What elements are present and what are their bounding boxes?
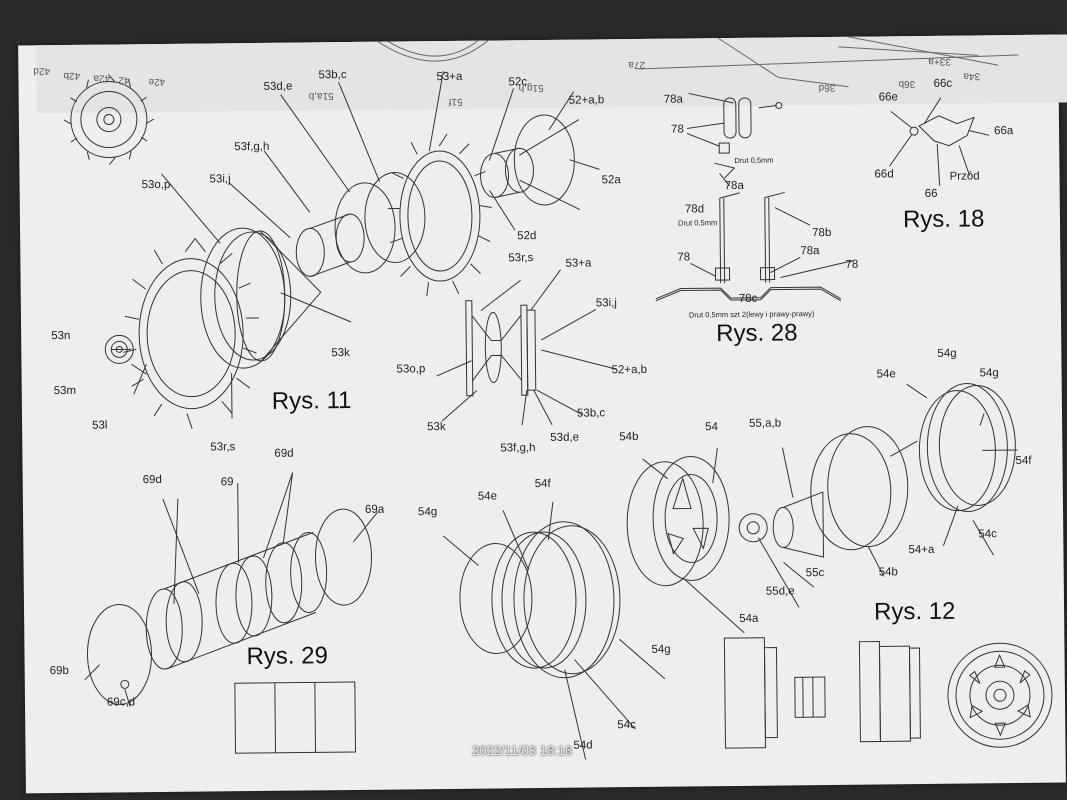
fig28-label: 78 — [677, 251, 691, 264]
fig28-label: 78 — [670, 123, 684, 136]
fig12-label: 54f — [534, 477, 551, 491]
fig28-label: 78d — [684, 203, 705, 216]
top-label: 27a — [628, 58, 646, 71]
fig18-label: 66c — [933, 77, 953, 90]
fig12-title: Rys. 12 — [873, 597, 956, 626]
fig12-label: 54d — [573, 739, 593, 752]
top-strip-drawing — [377, 36, 1019, 88]
fig11-label: 52d — [517, 230, 537, 243]
fig18-label: 66d — [874, 168, 894, 181]
fig11-label: 53r,s — [210, 441, 236, 454]
fig29-title: Rys. 29 — [246, 642, 329, 671]
fig18-drawing — [889, 97, 990, 186]
fig28-drawing — [655, 92, 853, 302]
fig12-label: 54b — [878, 566, 898, 579]
fig28-label: 78a — [724, 179, 744, 193]
fig28-label: 78a — [663, 93, 683, 106]
top-label: 42 — [118, 74, 130, 86]
fig12-label: 54g — [937, 347, 957, 360]
photo-timestamp: 2022/11/03 18:16 — [472, 743, 573, 758]
fig12-label: 54g — [651, 643, 671, 656]
fig11-label: 53+a — [436, 70, 463, 84]
fig12-label: 54f — [1015, 454, 1032, 468]
fig28-label: Drut 0,5mm — [677, 218, 718, 228]
fig29-label: 69 — [220, 476, 234, 489]
top-label: 51f — [448, 95, 463, 107]
fig28-label: 78a — [800, 245, 820, 258]
top-label: 36b — [898, 78, 916, 90]
top-label: 42d — [33, 65, 51, 77]
fig29-label: 69a — [364, 503, 385, 516]
fig11-label: 53f,g,h — [234, 140, 270, 154]
fig53-label: 53r,s — [508, 252, 534, 265]
fig11-label: 53l — [92, 419, 108, 432]
fig29-label: 69d — [142, 473, 162, 487]
fig12-label: 54 — [705, 421, 719, 434]
sprocket-thumbnail — [63, 74, 155, 165]
fig12-label: 54c — [617, 719, 636, 732]
fig11-label: 52+a,b — [568, 94, 605, 107]
fig12-label: 54+a — [908, 543, 935, 557]
fig12-label: 55,a,b — [749, 417, 782, 430]
fig18-label: 66e — [878, 91, 898, 104]
fig29-label: 69d — [274, 447, 294, 460]
fig53-label: 53+a — [565, 257, 592, 270]
fig29-label: 69b — [49, 664, 69, 678]
fig28-label: 78b — [812, 226, 832, 240]
fig12-label: 54c — [978, 528, 997, 541]
fig28-label: Drut 0,5mm — [734, 155, 774, 165]
fig18-title: Rys. 18 — [902, 205, 985, 234]
fig11-label: 53d,e — [263, 80, 293, 93]
top-label: 33+a — [928, 55, 951, 67]
fig12-label: 54g — [417, 506, 438, 519]
top-label: 42e — [148, 75, 166, 88]
fig12-label: 54g — [979, 367, 999, 380]
top-label: 34a — [963, 70, 981, 82]
fig12-label: 55d,e — [765, 585, 795, 598]
fig11-label: 53o,p — [141, 178, 171, 192]
fig11-label: 53n — [51, 329, 71, 343]
fig11-label: 53i,j — [209, 173, 231, 186]
fig12-label: 54e — [477, 490, 498, 503]
fig53-label: 53d,e — [550, 431, 580, 444]
top-label: 51a,b — [308, 90, 334, 102]
fig11-label: 53b,c — [318, 69, 347, 82]
top-label: 42a — [93, 72, 111, 84]
fig28-label: 78 — [845, 258, 859, 271]
fig12-label: 55c — [805, 567, 825, 580]
fig18-label: Przód — [949, 170, 980, 183]
fig11-label: 53k — [331, 347, 350, 360]
fig53-label: 52+a,b — [611, 363, 648, 377]
top-label: 36d — [818, 81, 836, 94]
fig28-label: 78c — [738, 292, 758, 305]
line-drawings — [63, 36, 1053, 760]
fig28-label: Drut 0,5mm szt 2(lewy i prawy-prawy) — [688, 309, 815, 320]
instruction-page: 42d 42b 42a 42 42e 51a,b 51f 51g,h 27a 3… — [18, 34, 1067, 794]
fig12-label: 54a — [739, 612, 759, 625]
top-label: 42b — [63, 69, 81, 81]
fig18-label: 66a — [994, 125, 1014, 138]
fig11-label: 52a — [601, 174, 621, 187]
fig11-drawing — [104, 70, 600, 429]
fig12-label: 54e — [876, 368, 896, 381]
fig11-title: Rys. 11 — [271, 386, 352, 415]
fig12-label: 54b — [619, 430, 639, 444]
fig53-label: 53f,g,h — [500, 442, 536, 455]
fig53-label: 53k — [427, 421, 446, 434]
fig53-center-drawing — [436, 269, 617, 426]
fig53-label: 53i,j — [595, 297, 618, 310]
fig53-label: 53o,p — [396, 363, 426, 376]
fig18-label: 66 — [924, 187, 938, 200]
fig53-label: 53b,c — [576, 407, 606, 420]
fig28-title: Rys. 28 — [716, 319, 798, 348]
fig29-drawing — [84, 472, 379, 754]
fig11-label: 52c — [508, 76, 528, 89]
fig11-label: 53m — [53, 384, 77, 398]
fig12-drawing — [442, 383, 1053, 760]
fig29-label: 69c,d — [106, 696, 136, 709]
